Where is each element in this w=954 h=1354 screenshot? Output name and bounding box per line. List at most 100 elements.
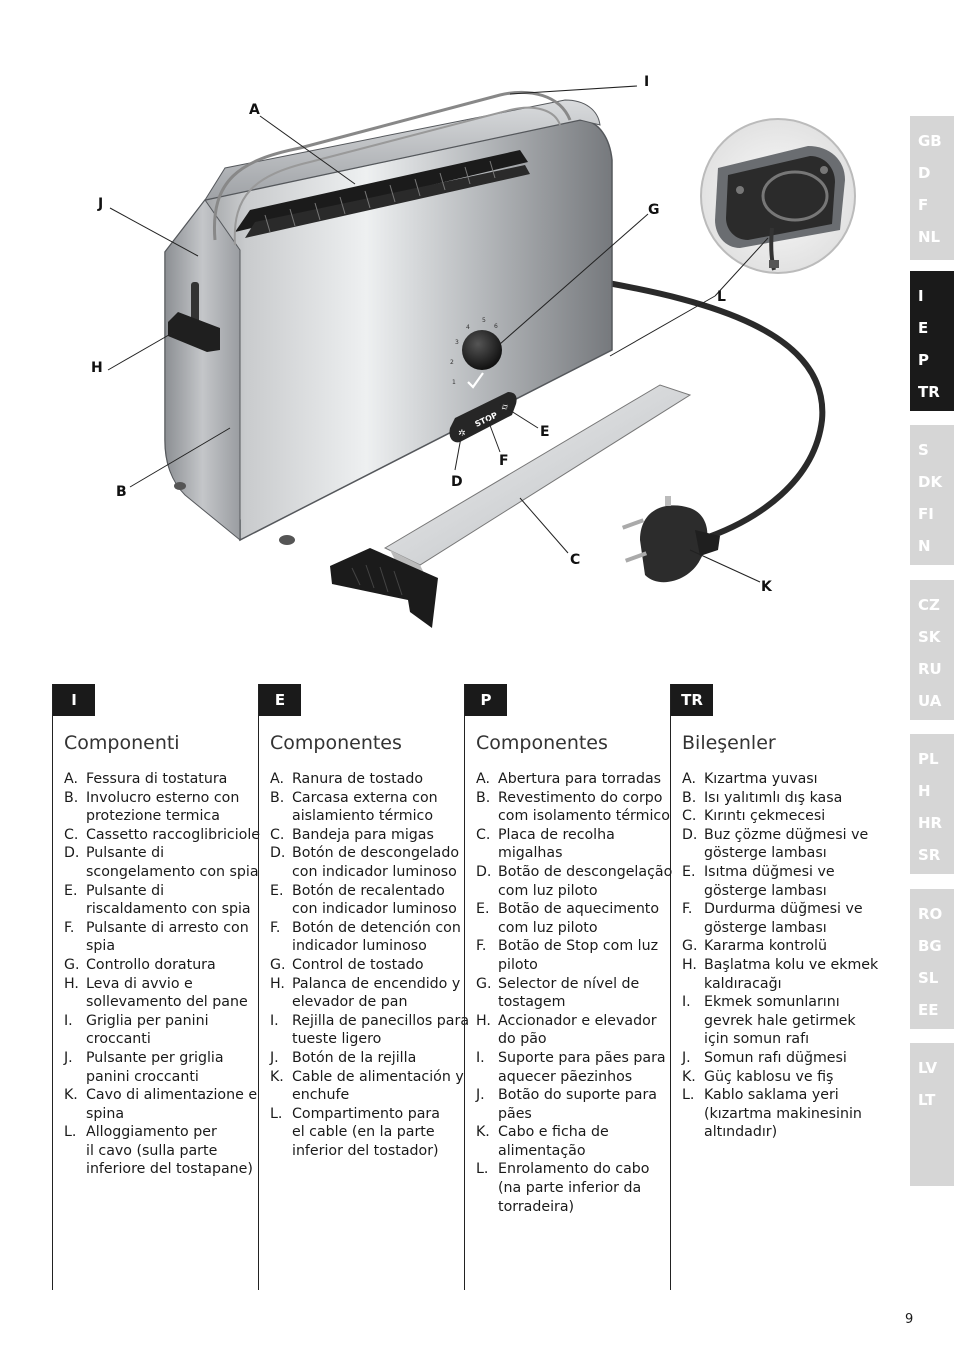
item-letter: F. [682, 901, 693, 918]
language-tab[interactable]: DK [918, 473, 943, 491]
callout-label: L [717, 289, 726, 305]
language-tab[interactable]: I [918, 287, 924, 305]
component-item: C.Bandeja para migas [270, 826, 466, 845]
language-tab[interactable]: HR [918, 814, 943, 832]
language-tab[interactable]: F [918, 196, 929, 214]
callout-label: C [570, 552, 581, 568]
item-letter: H. [682, 956, 697, 973]
item-text-line: altındadır) [704, 1124, 778, 1141]
item-letter: F. [476, 938, 487, 955]
item-text-line: Botón de descongelado [292, 845, 460, 862]
language-tab[interactable]: SK [918, 628, 941, 646]
item-text-line: Griglia per panini [86, 1012, 209, 1029]
callout-label: G [648, 202, 660, 218]
item-text-line: Botón de recalentado [292, 882, 445, 899]
language-tab[interactable]: LV [918, 1059, 938, 1077]
language-tab[interactable]: SL [918, 969, 939, 987]
dial-number: 5 [482, 317, 486, 324]
callout-label: F [499, 453, 509, 469]
language-tab[interactable]: PL [918, 750, 939, 768]
item-text-line: Rejilla de panecillos para [292, 1012, 470, 1029]
language-tab[interactable]: S [918, 441, 929, 459]
item-letter: G. [270, 956, 286, 973]
item-text-line: Durdurma düğmesi ve [704, 901, 863, 918]
dial-number: 4 [466, 324, 470, 331]
language-tab[interactable]: P [918, 351, 929, 369]
item-letter: K. [64, 1087, 78, 1104]
item-letter: I. [64, 1012, 73, 1029]
item-letter: D. [476, 863, 492, 880]
component-item: G.Controllo doratura [64, 956, 260, 975]
language-tab[interactable]: SR [918, 846, 941, 864]
component-item: K.Güç kablosu ve fiş [682, 1068, 878, 1087]
item-text-line: alimentação [498, 1142, 586, 1159]
item-text-line: Control de tostado [292, 956, 424, 973]
item-text-line: migalhas [498, 845, 563, 862]
item-text-line: Accionador e elevador [498, 1012, 657, 1029]
item-letter: C. [476, 826, 491, 843]
product-figure: 1 2 3 4 5 6 STOP ✲ ≋ [91, 74, 856, 628]
item-text-line: Abertura para torradas [498, 771, 662, 787]
component-item: A.Abertura para torradas [476, 770, 672, 789]
callout-label: I [644, 74, 650, 90]
language-tab[interactable]: EE [918, 1001, 939, 1019]
callout-label: H [91, 360, 103, 376]
item-text-line: Ekmek somunlarını [704, 994, 840, 1011]
item-text-line: gösterge lambası [704, 845, 827, 862]
item-text-line: el cable (en la parte [292, 1124, 435, 1141]
item-text-line: Botão de aquecimento [498, 901, 660, 918]
item-text-line: com luz piloto [498, 882, 598, 899]
item-letter: K. [270, 1068, 284, 1085]
component-item: C.Kırıntı çekmecesi [682, 807, 878, 826]
item-letter: C. [270, 826, 285, 843]
item-text-line: Cable de alimentación y [292, 1068, 464, 1085]
item-text-line: Kararma kontrolü [704, 938, 827, 955]
language-tab[interactable]: N [918, 537, 931, 555]
language-tab[interactable]: E [918, 319, 929, 337]
item-text-line: Suporte para pães para [498, 1049, 666, 1066]
item-text-line: pães [498, 1105, 532, 1122]
language-tab[interactable]: UA [918, 692, 942, 710]
item-text-line: Ranura de tostado [292, 771, 424, 787]
item-text-line: Botão de descongelação [498, 863, 673, 880]
item-letter: I. [476, 1049, 485, 1066]
item-text-line: sollevamento del pane [86, 994, 248, 1011]
item-text-line: con indicador luminoso [292, 863, 457, 880]
language-tab[interactable]: TR [918, 383, 940, 401]
item-letter: I. [682, 994, 691, 1011]
language-group: PL H HR SR [910, 734, 954, 874]
item-letter: J. [476, 1087, 485, 1104]
language-tab[interactable]: FI [918, 505, 934, 523]
language-tab[interactable]: NL [918, 228, 941, 246]
item-letter: E. [270, 882, 284, 899]
item-letter: E. [64, 882, 78, 899]
language-tab[interactable]: BG [918, 937, 942, 955]
item-letter: A. [64, 771, 78, 787]
language-tab[interactable]: CZ [918, 596, 940, 614]
language-tab[interactable]: H [918, 782, 931, 800]
language-tab[interactable]: RO [918, 905, 943, 923]
language-tab[interactable]: D [918, 164, 931, 182]
item-letter: A. [682, 771, 696, 787]
language-tab[interactable]: LT [918, 1091, 936, 1109]
callout-label: B [116, 484, 127, 500]
language-tab[interactable]: RU [918, 660, 942, 678]
item-text-line: Cavo di alimentazione e [86, 1087, 258, 1104]
item-text-line: Compartimento para [292, 1105, 440, 1122]
item-text-line: spia [86, 938, 116, 955]
language-tab[interactable]: GB [918, 132, 942, 150]
component-item: L.Kablo saklama yeri(kızartma makinesini… [682, 1086, 878, 1142]
item-text-line: inferiore del tostapane) [86, 1161, 253, 1178]
